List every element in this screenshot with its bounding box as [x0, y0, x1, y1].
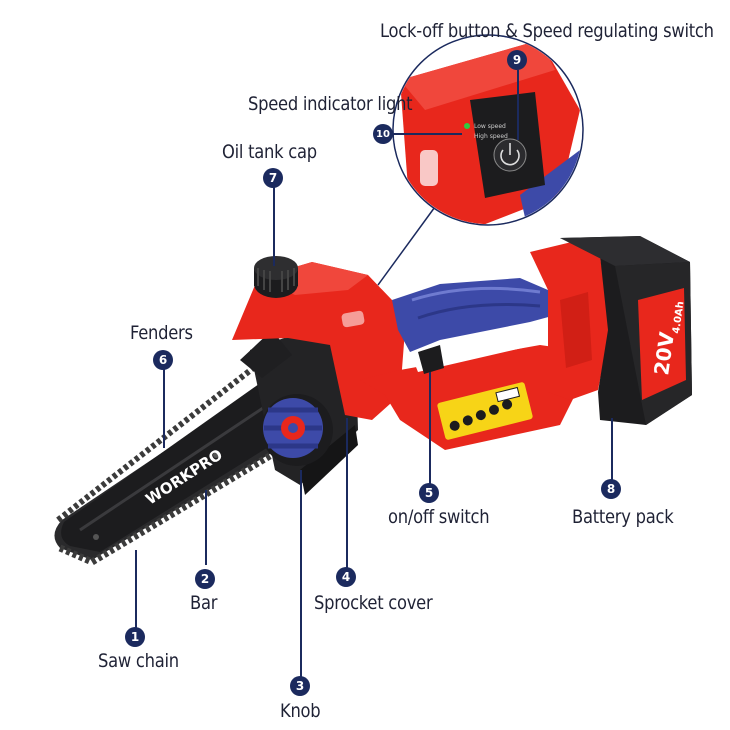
callout-label-on-off-switch: on/off switch	[388, 506, 490, 528]
leader-line-6	[163, 368, 165, 448]
handle	[360, 240, 610, 450]
leader-line-9	[517, 70, 519, 140]
on-off-switch	[418, 345, 444, 374]
callout-badge-3: 3	[290, 676, 310, 696]
knob	[261, 394, 333, 466]
callout-label-saw-chain: Saw chain	[98, 650, 179, 672]
callout-label-knob: Knob	[280, 700, 321, 722]
battery-pack: 20V 4.0Ah	[560, 236, 692, 425]
callout-badge-10: 10	[373, 124, 393, 144]
low-speed-text: Low speed	[474, 123, 506, 130]
callout-label-speed-indicator-light: Speed indicator light	[248, 93, 413, 115]
leader-line-3	[300, 470, 302, 678]
callout-badge-5: 5	[419, 483, 439, 503]
high-speed-text: High speed	[474, 133, 508, 140]
callout-label-battery-pack: Battery pack	[572, 506, 674, 528]
battery-capacity: 4.0Ah	[671, 301, 686, 335]
fender	[240, 330, 292, 378]
callout-label-bar: Bar	[190, 592, 218, 614]
callout-badge-6: 6	[153, 350, 173, 370]
callout-badge-1: 1	[125, 627, 145, 647]
callout-label-fenders: Fenders	[130, 322, 193, 344]
callout-label-oil-tank-cap: Oil tank cap	[222, 141, 317, 163]
leader-line-1	[135, 550, 137, 630]
leader-line-5	[429, 372, 431, 484]
leader-line-7	[273, 186, 275, 266]
callout-badge-2: 2	[195, 569, 215, 589]
leader-line-10	[392, 133, 462, 135]
callout-label-lock-off-button: Lock-off button & Speed regulating switc…	[380, 20, 714, 42]
callout-badge-4: 4	[336, 567, 356, 587]
leader-line-4	[346, 418, 348, 568]
saw-chain	[58, 416, 332, 566]
callout-badge-9: 9	[507, 50, 527, 70]
leader-line-2	[205, 490, 207, 565]
oil-tank-cap	[254, 256, 298, 298]
leader-line-8	[611, 418, 613, 480]
callout-label-sprocket-cover: Sprocket cover	[314, 592, 433, 614]
callout-badge-7: 7	[263, 168, 283, 188]
callout-badge-8: 8	[601, 479, 621, 499]
